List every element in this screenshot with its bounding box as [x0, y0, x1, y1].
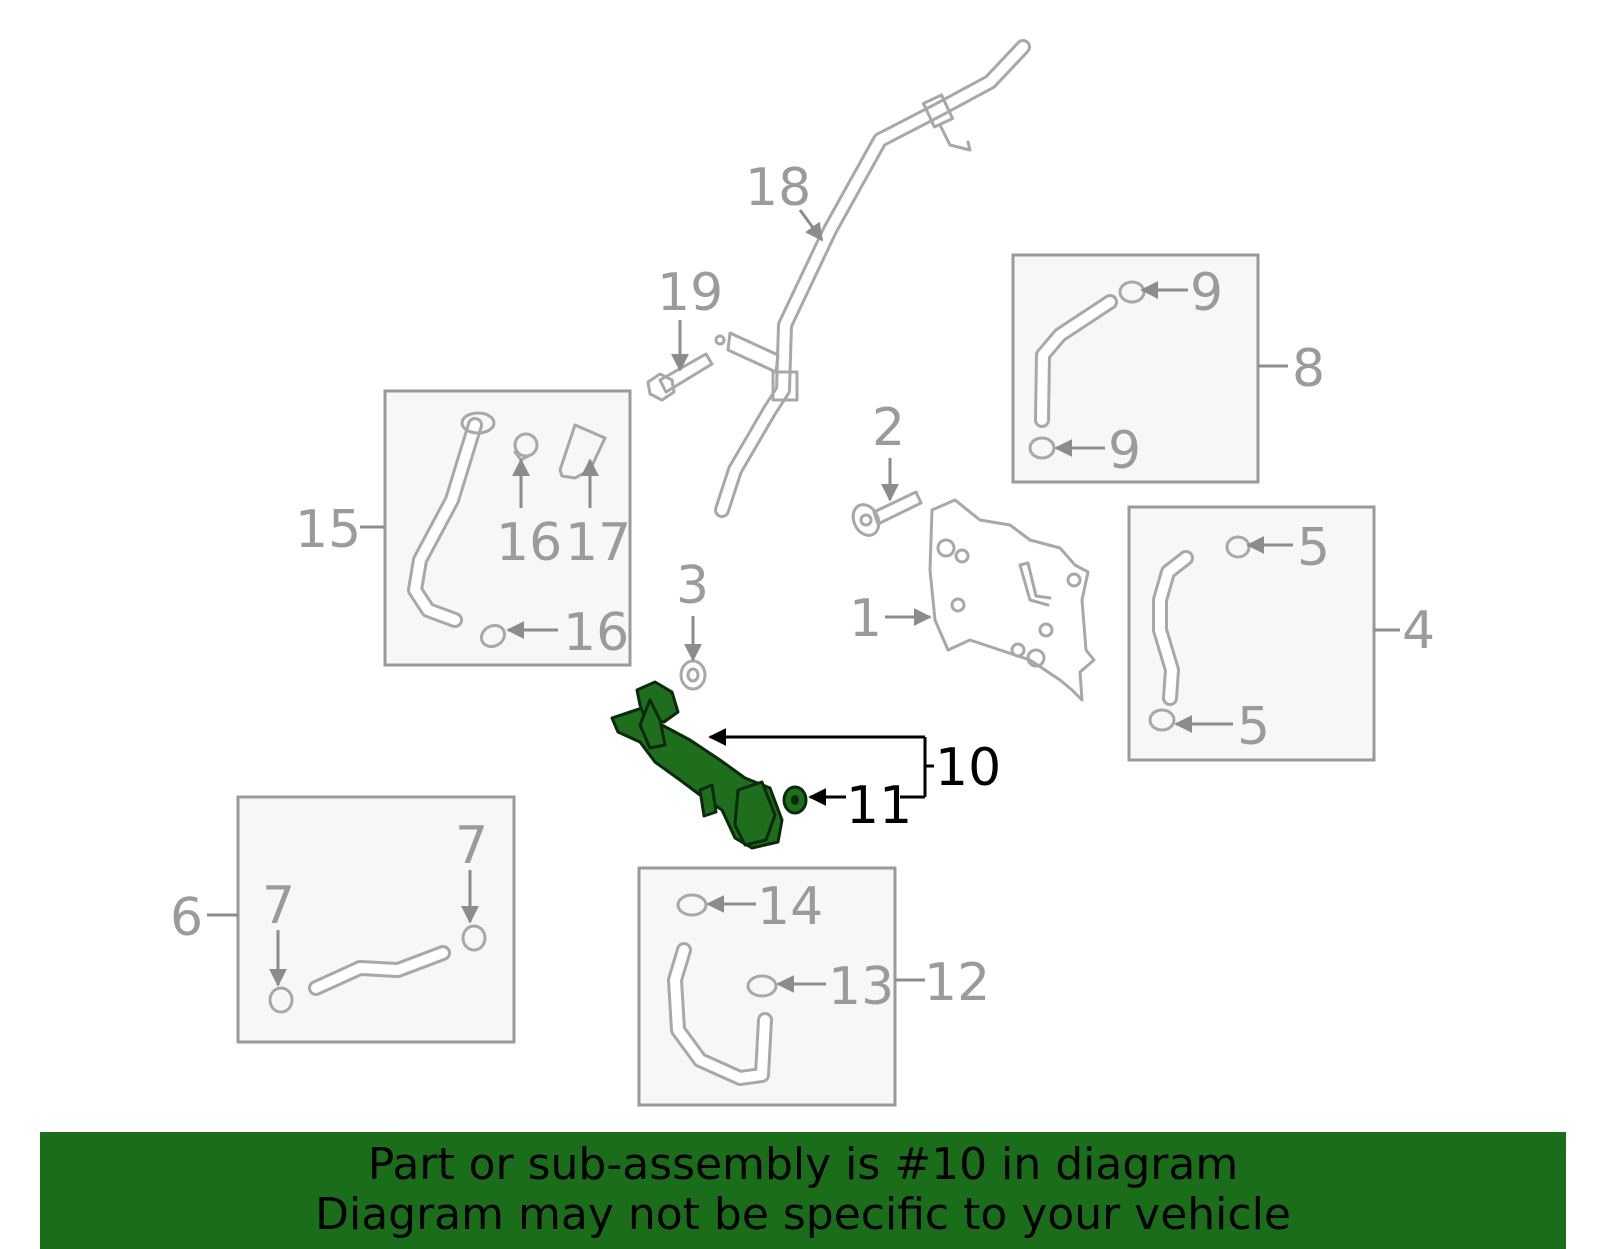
- callout-13: 13: [828, 957, 894, 1017]
- callout-11: 11: [846, 776, 912, 836]
- callout-6: 6: [170, 888, 203, 948]
- pipe-part-18: [714, 39, 1031, 518]
- callout-7a: 7: [262, 876, 295, 936]
- banner-line-2: Diagram may not be specific to your vehi…: [315, 1189, 1291, 1240]
- callout-1: 1: [849, 589, 882, 649]
- callout-16a: 16: [496, 513, 562, 573]
- callout-15: 15: [295, 500, 361, 560]
- callout-labels: 1 2 3 4 5 5 6 7 7 8 9 9 10 11 12 13 14 1…: [170, 158, 1435, 1017]
- callout-8: 8: [1292, 339, 1325, 399]
- box-part-15: [383, 389, 632, 667]
- highlighted-part-10: [610, 680, 808, 850]
- callout-19: 19: [657, 263, 723, 323]
- box-part-8: [1011, 253, 1260, 484]
- callout-5a: 5: [1297, 518, 1330, 578]
- bolt-part-19: [646, 352, 714, 402]
- module-part-1: [928, 498, 1096, 702]
- callout-16b: 16: [563, 603, 629, 663]
- callout-3: 3: [676, 556, 709, 616]
- banner-line-1: Part or sub-assembly is #10 in diagram: [367, 1139, 1239, 1190]
- info-banner: Part or sub-assembly is #10 in diagram D…: [40, 1132, 1566, 1249]
- bolt-part-2: [851, 490, 923, 537]
- callout-17: 17: [565, 513, 631, 573]
- washer-part-3: [679, 659, 707, 691]
- callout-18: 18: [745, 158, 811, 218]
- callout-2: 2: [872, 398, 905, 458]
- callout-7b: 7: [455, 816, 488, 876]
- leader-lines: [207, 209, 1400, 993]
- callout-9a: 9: [1190, 263, 1223, 323]
- callout-14: 14: [757, 877, 823, 937]
- callout-4: 4: [1402, 601, 1435, 661]
- callout-5b: 5: [1237, 697, 1270, 757]
- callout-10: 10: [935, 738, 1001, 798]
- callout-9b: 9: [1108, 421, 1141, 481]
- callout-12: 12: [924, 953, 990, 1013]
- box-part-12: [637, 866, 897, 1107]
